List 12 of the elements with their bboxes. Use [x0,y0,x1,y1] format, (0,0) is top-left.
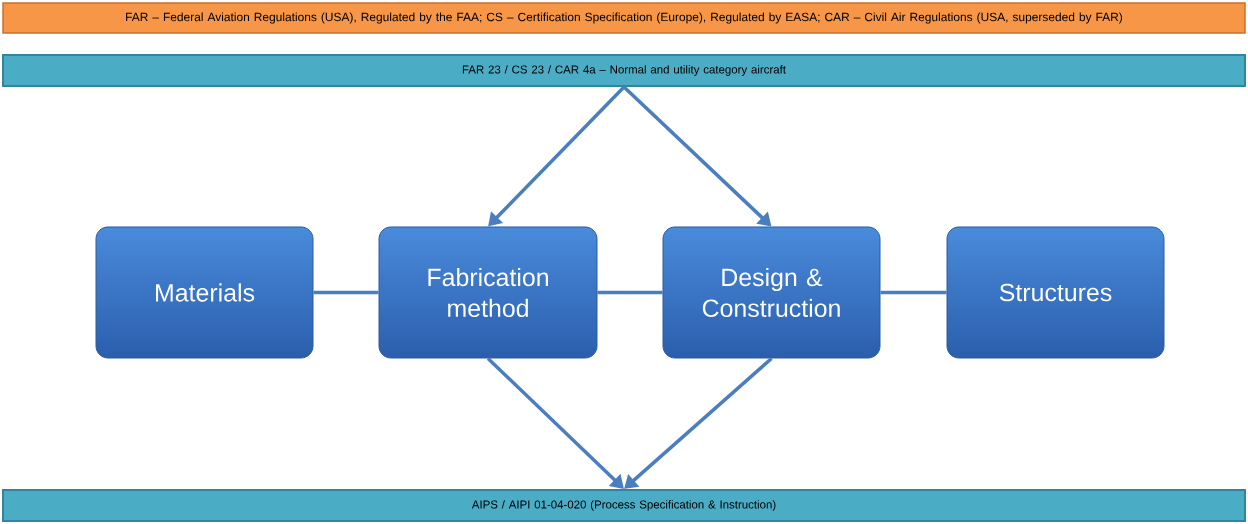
process-box: Design & Construction [662,226,881,359]
header-band: FAR – Federal Aviation Regulations (USA), Regulated by the FAA; CS – Certification Specification (Europe), Regulated by EASA; CAR – Civil Air Regulations (USA, superseded by FAR) [2,2,1246,34]
standard-bar: AIPS / AIPI 01-04-020 (Process Specification & Instruction) [2,489,1246,522]
connector-line [313,290,379,295]
process-box: Materials [95,226,314,359]
process-box: Structures [946,226,1165,359]
standard-bar: FAR 23 / CS 23 / CAR 4a – Normal and utility category aircraft [2,54,1246,87]
process-box: Fabrication method [378,226,598,359]
arrow [624,357,773,489]
connector-line [597,290,663,295]
arrow [486,357,624,489]
connector-line [880,290,947,295]
